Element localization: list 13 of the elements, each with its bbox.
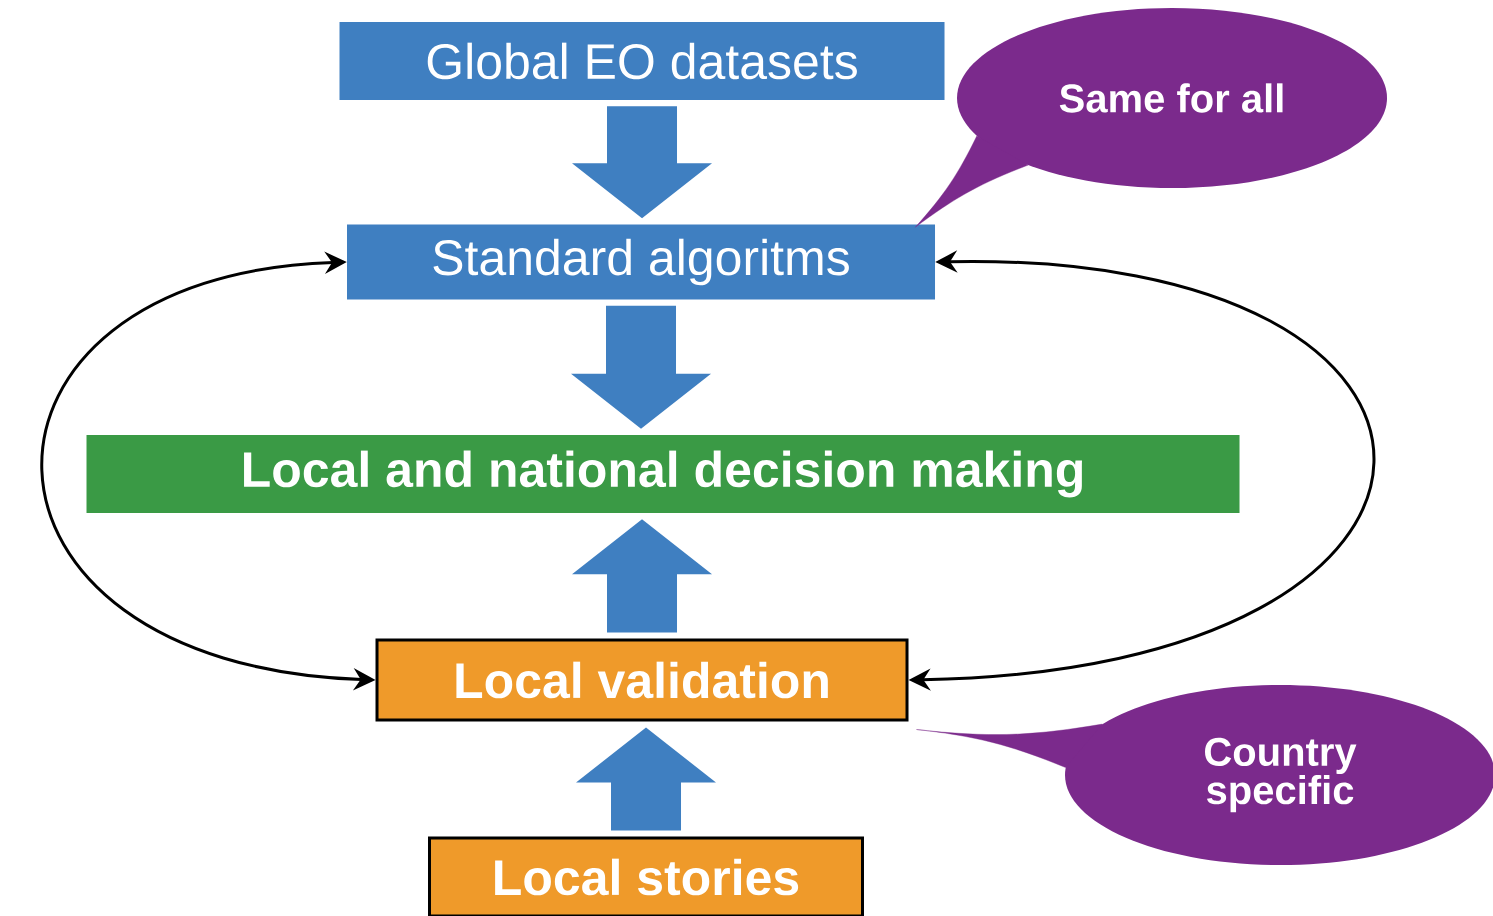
speech-bubble: Same for all <box>957 8 1387 188</box>
process-box: Local stories <box>428 836 864 916</box>
decision-box: Local and national decision making <box>86 435 1240 513</box>
callout-tail <box>916 723 1103 768</box>
process-box: Global EO datasets <box>339 22 945 100</box>
block-arrow <box>572 519 712 633</box>
process-box: Local validation <box>375 638 909 722</box>
process-box: Standard algoritms <box>347 224 935 300</box>
block-arrow <box>576 727 716 831</box>
block-arrow <box>571 305 711 429</box>
speech-bubble: Country specific <box>1065 685 1493 865</box>
callout-tail <box>915 135 1029 228</box>
block-arrow <box>572 106 712 219</box>
